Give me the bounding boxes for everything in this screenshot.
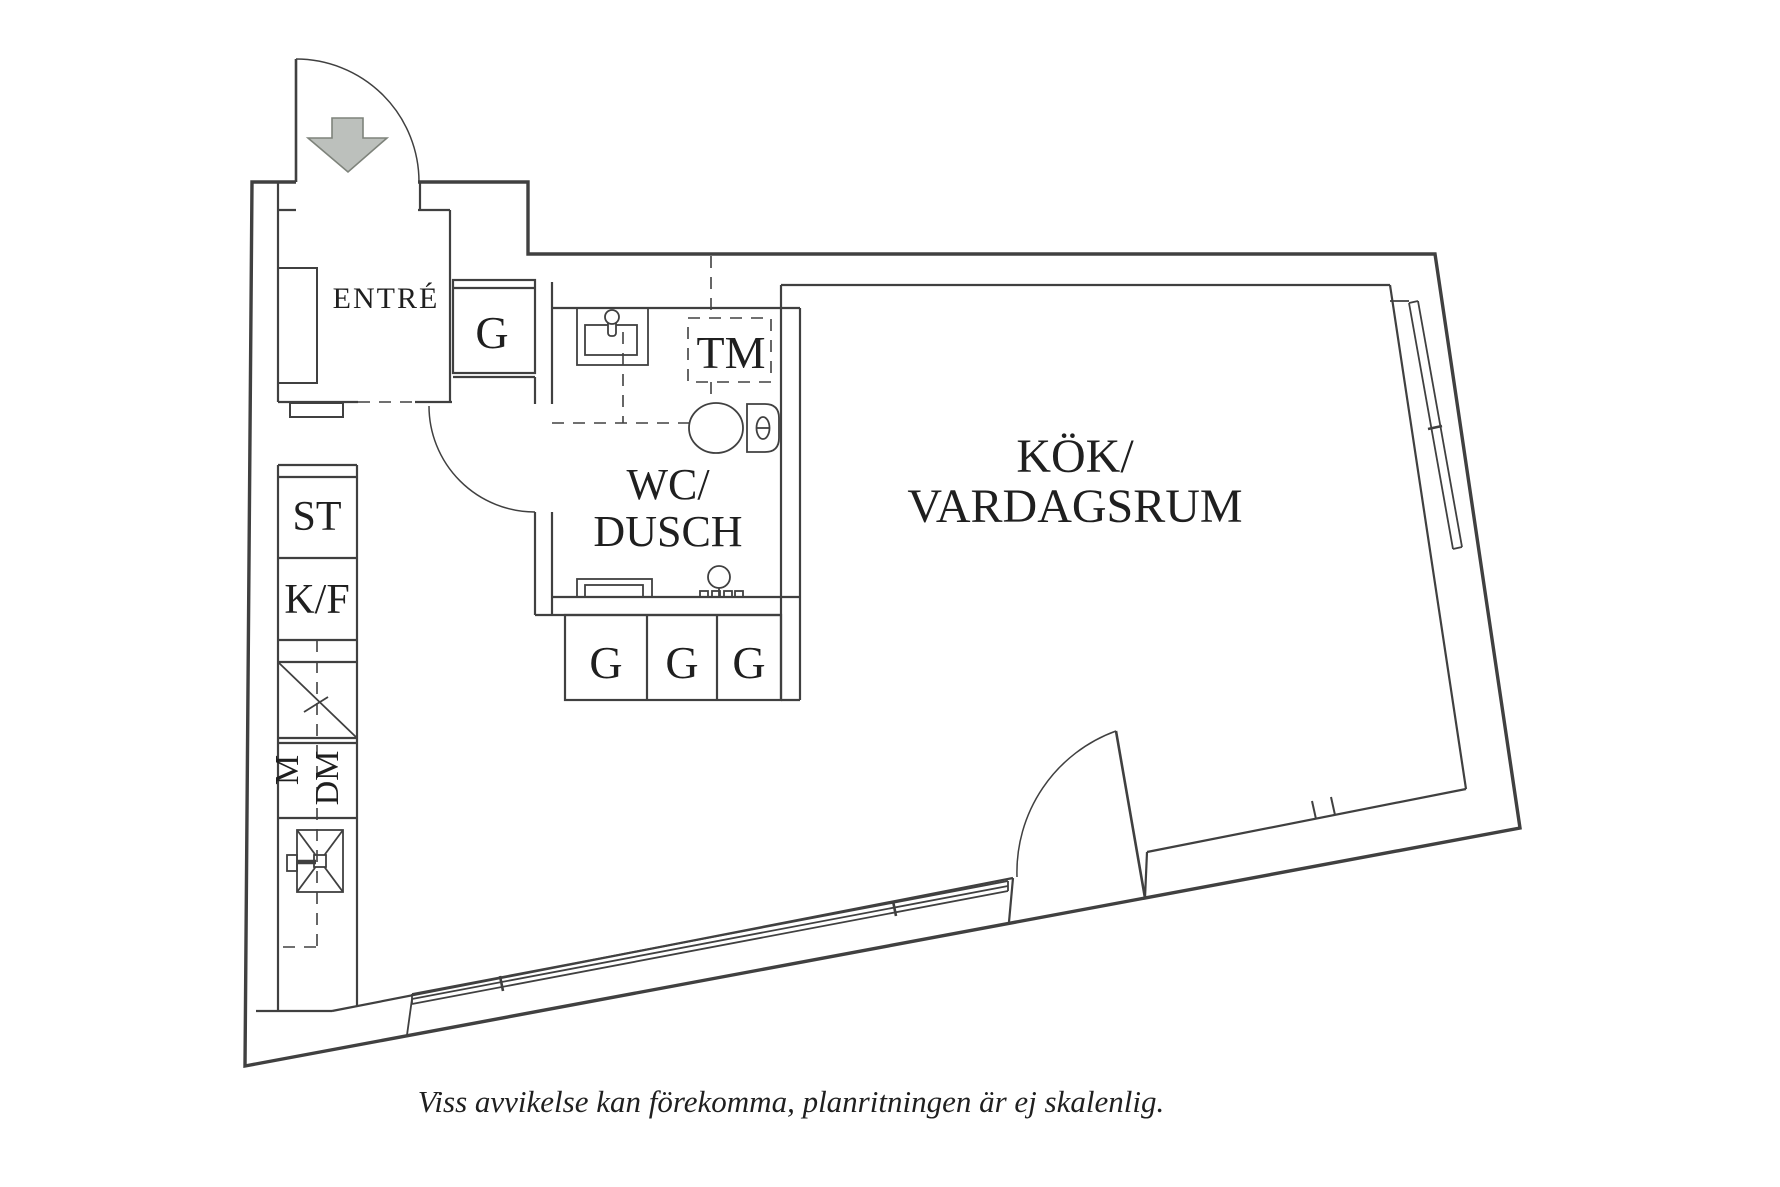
label-bathroom-1: WC/ bbox=[626, 460, 710, 509]
washing-machine-outline bbox=[687, 317, 772, 383]
counter-diagonal-tick bbox=[303, 696, 329, 713]
wc-bench-outer bbox=[576, 578, 653, 598]
bottom-window-mullion-1 bbox=[498, 975, 505, 992]
entry-step bbox=[289, 402, 344, 418]
label-fridge-freezer: K/F bbox=[284, 577, 349, 623]
wardrobe-row bbox=[563, 613, 783, 702]
entrance-door-arc bbox=[295, 58, 420, 183]
label-kitchen-1: KÖK/ bbox=[1016, 430, 1134, 483]
appliance-column bbox=[276, 463, 359, 1011]
mixer-foot-2 bbox=[711, 590, 721, 598]
entry-closet-box bbox=[451, 278, 537, 375]
toilet-tank bbox=[746, 403, 780, 453]
toilet-bowl bbox=[688, 402, 744, 454]
disclaimer-caption: Viss avvikelse kan förekomma, planritnin… bbox=[418, 1084, 1164, 1119]
kitchen-walls bbox=[256, 283, 1468, 1013]
shower-area bbox=[552, 256, 772, 424]
mixer-foot-1 bbox=[699, 590, 709, 598]
right-window-cap-2 bbox=[1452, 546, 1463, 550]
right-window-line-2 bbox=[1417, 300, 1463, 548]
bottom-window-line-3 bbox=[411, 890, 1009, 1005]
wall-break-tick-2 bbox=[1330, 796, 1336, 816]
wc-bench-inner bbox=[584, 584, 644, 598]
label-washing-machine: TM bbox=[697, 327, 766, 378]
label-wardrobe-1: G bbox=[589, 637, 622, 688]
bathroom-door-arc bbox=[428, 405, 536, 513]
right-window-mullion bbox=[1427, 424, 1443, 431]
balcony-door-jamb-left bbox=[1007, 877, 1015, 923]
hob-symbol bbox=[286, 829, 344, 893]
label-wardrobe-2: G bbox=[665, 637, 698, 688]
bottom-window bbox=[406, 796, 1336, 1036]
right-window-cap-1 bbox=[1408, 300, 1419, 304]
outer-wall-outline bbox=[243, 180, 1522, 1069]
label-entry-closet: G bbox=[475, 307, 508, 358]
balcony-door bbox=[1016, 730, 1147, 899]
outer-walls bbox=[243, 180, 1522, 1069]
wall-break-tick-1 bbox=[1311, 800, 1317, 820]
entrance-arrow-icon bbox=[305, 117, 390, 174]
entrance-door bbox=[294, 58, 420, 183]
bottom-window-mullion-2 bbox=[891, 900, 898, 917]
balcony-door-arc bbox=[1016, 730, 1117, 878]
counter-diagonal bbox=[277, 661, 358, 739]
mixer-foot-4 bbox=[734, 590, 744, 598]
hob-tap-base bbox=[286, 854, 298, 872]
label-entrance: ENTRÉ bbox=[333, 282, 440, 315]
bottom-window-line-1 bbox=[411, 880, 1009, 995]
bottom-window-jamb bbox=[406, 998, 413, 1036]
bottom-window-line-2 bbox=[411, 885, 1009, 1000]
sink-counter bbox=[576, 307, 649, 366]
balcony-door-jamb-right bbox=[1143, 851, 1149, 899]
toilet-flush bbox=[755, 416, 771, 440]
balcony-door-leaf bbox=[1114, 730, 1147, 899]
wardrobe-row-box bbox=[563, 613, 783, 702]
label-bathroom-2: DUSCH bbox=[593, 507, 742, 556]
entry-closet-g bbox=[451, 278, 537, 379]
right-window bbox=[1390, 300, 1463, 550]
shower-mixer-head bbox=[707, 565, 731, 589]
toilet bbox=[688, 402, 780, 454]
entrance-hall-walls bbox=[276, 182, 452, 418]
sink-tap-head bbox=[604, 309, 620, 325]
column-overhead-dashed bbox=[283, 640, 318, 948]
bathroom-door bbox=[428, 405, 536, 513]
entry-wardrobe bbox=[277, 267, 318, 384]
label-wardrobe-3: G bbox=[732, 637, 765, 688]
shower-mixer bbox=[699, 565, 744, 598]
right-window-line-1 bbox=[1408, 302, 1454, 550]
label-kitchen-2: VARDAGSRUM bbox=[907, 480, 1242, 533]
mixer-foot-3 bbox=[723, 590, 733, 598]
kitchen-inner-right bbox=[1388, 284, 1468, 790]
room-labels: ENTRÉ G TM WC/ DUSCH KÖK/ VARDAGSRUM ST … bbox=[269, 282, 1243, 805]
bathroom-fixtures bbox=[552, 256, 780, 598]
label-dishwasher: DM bbox=[309, 751, 346, 806]
label-microwave: M bbox=[269, 755, 306, 785]
label-cleaning-closet: ST bbox=[292, 494, 341, 540]
